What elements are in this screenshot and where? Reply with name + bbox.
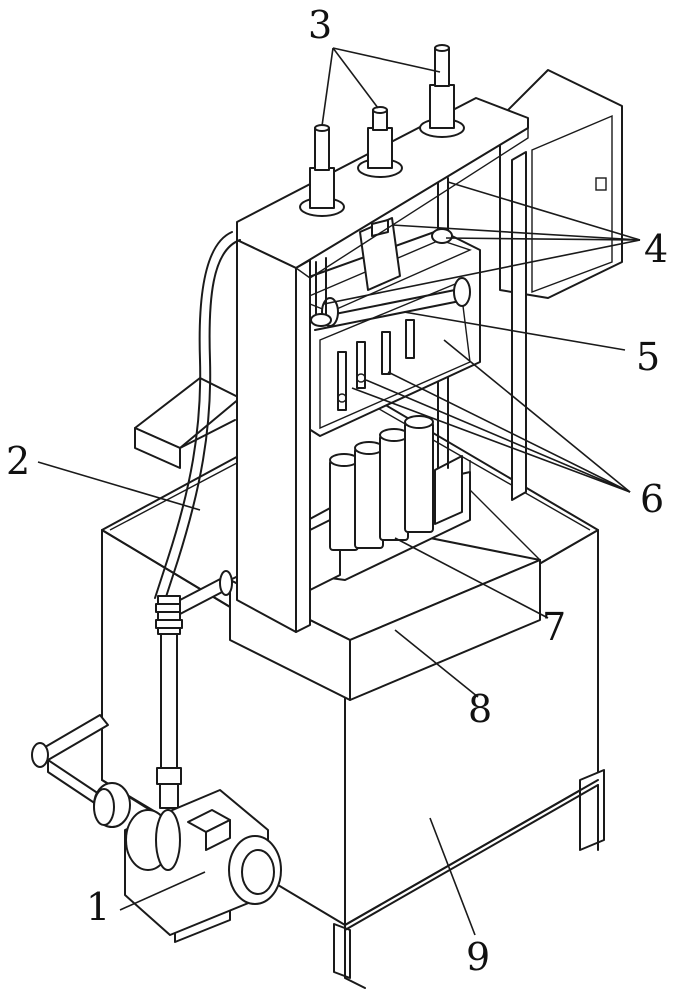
label-2: 2 xyxy=(6,439,30,483)
pump xyxy=(93,782,282,943)
label-3: 3 xyxy=(308,3,332,47)
label-1: 1 xyxy=(86,885,110,929)
gantry-frame xyxy=(236,97,529,633)
control-cabinet xyxy=(499,69,623,299)
conveyor-bar xyxy=(134,377,241,469)
label-4: 4 xyxy=(644,227,668,271)
base-legs xyxy=(101,769,605,989)
guide-rods xyxy=(310,228,453,327)
containers xyxy=(307,415,471,591)
label-7: 7 xyxy=(542,605,566,649)
label-5: 5 xyxy=(636,335,660,379)
hose xyxy=(154,231,241,635)
cylinders xyxy=(299,44,465,217)
label-8: 8 xyxy=(468,687,492,731)
label-6: 6 xyxy=(640,477,664,521)
callout-labels: 3 4 5 6 2 7 8 9 1 xyxy=(6,3,668,979)
label-9: 9 xyxy=(466,935,490,979)
nozzles xyxy=(337,319,415,411)
leader-lines xyxy=(37,47,641,936)
pipes xyxy=(31,633,182,813)
